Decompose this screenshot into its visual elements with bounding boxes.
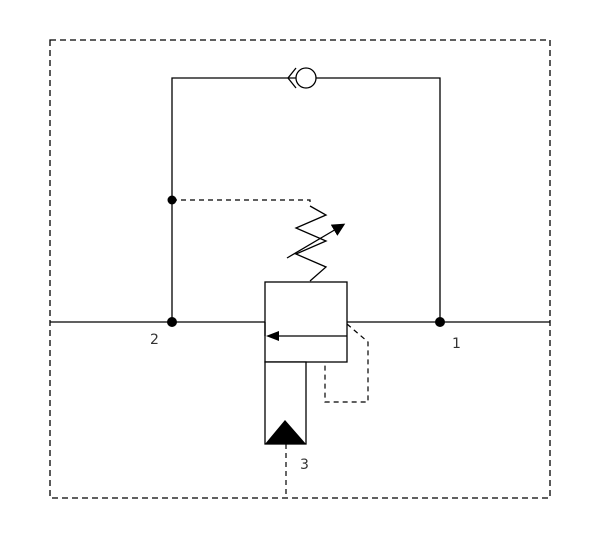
valve-body — [264, 281, 348, 363]
arrow-left-icon — [266, 331, 347, 341]
port-label-1: 1 — [452, 336, 461, 352]
port-label-2: 2 — [150, 332, 159, 348]
pilot-line-top — [172, 199, 311, 206]
adjustable-spring-icon — [286, 205, 346, 282]
junction-dot-port-1 — [435, 317, 445, 327]
component-boundary — [49, 39, 551, 499]
junction-dot-port-2 — [167, 317, 177, 327]
check-valve-icon — [287, 67, 317, 89]
drain-line-right — [324, 323, 369, 403]
port-label-3: 3 — [300, 457, 309, 473]
pilot-triangle-icon — [265, 420, 306, 444]
